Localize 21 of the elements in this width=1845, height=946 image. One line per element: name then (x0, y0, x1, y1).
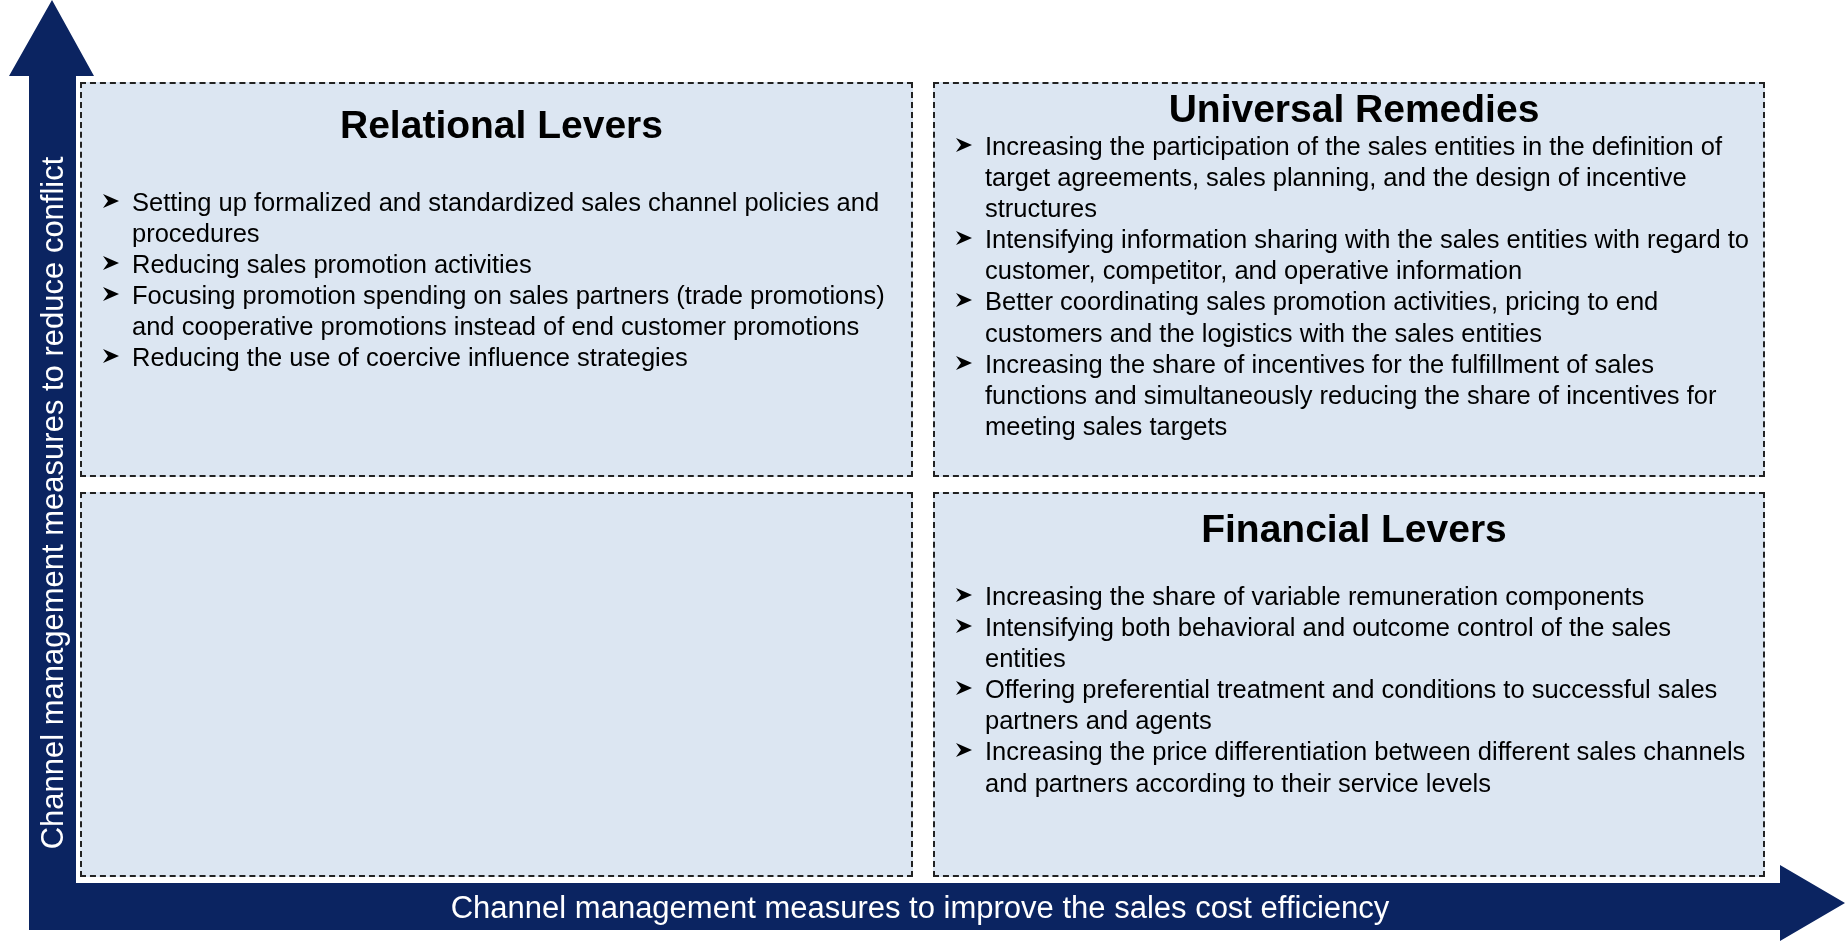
quadrant-panel (933, 82, 1765, 477)
bullet-text: Better coordinating sales promotion activities, pricing to end customers and the logistics with the sales entities (985, 286, 1660, 349)
quadrant-title: Financial Levers (1200, 508, 1508, 551)
bullet-text: Intensifying information sharing with the sales entities with regard to customer, competitor, and operative information (985, 224, 1750, 287)
bullet-text: Focusing promotion spending on sales partners (trade promotions) and cooperative promotions instead of end customer promotions (132, 280, 886, 343)
quadrant-title: Relational Levers (339, 104, 664, 147)
y-axis-label: Channel management measures to reduce conflict (36, 156, 68, 850)
quadrant-title: Universal Remedies (1167, 88, 1541, 131)
quadrant-panel (933, 492, 1765, 877)
bullet-text: Offering preferential treatment and conditions to successful sales partners and agents (985, 674, 1719, 737)
bullet-text: Increasing the share of incentives for the fulfillment of sales functions and simultaneously reducing the share of incentives for meeting sales targets (985, 348, 1718, 442)
bullet-text: Intensifying both behavioral and outcome control of the sales entities (985, 612, 1673, 675)
bullet-text: Increasing the price differentiation between different sales channels and partners according to their service levels (985, 736, 1747, 799)
empty-quadrant (80, 492, 913, 877)
quadrant-panel (80, 82, 913, 477)
x-axis-label: Channel management measures to improve the sales cost efficiency (450, 891, 1390, 923)
bullet-text: Increasing the participation of the sales entities in the definition of target agreements, sales planning, and the design of incentive structures (985, 130, 1724, 225)
bullet-text: Reducing the use of coercive influence strategies (132, 342, 688, 374)
bullet-text: Reducing sales promotion activities (132, 249, 532, 281)
bullet-text: Increasing the share of variable remuneration components (985, 580, 1645, 612)
bullet-text: Setting up formalized and standardized sales channel policies and procedures (132, 186, 881, 249)
